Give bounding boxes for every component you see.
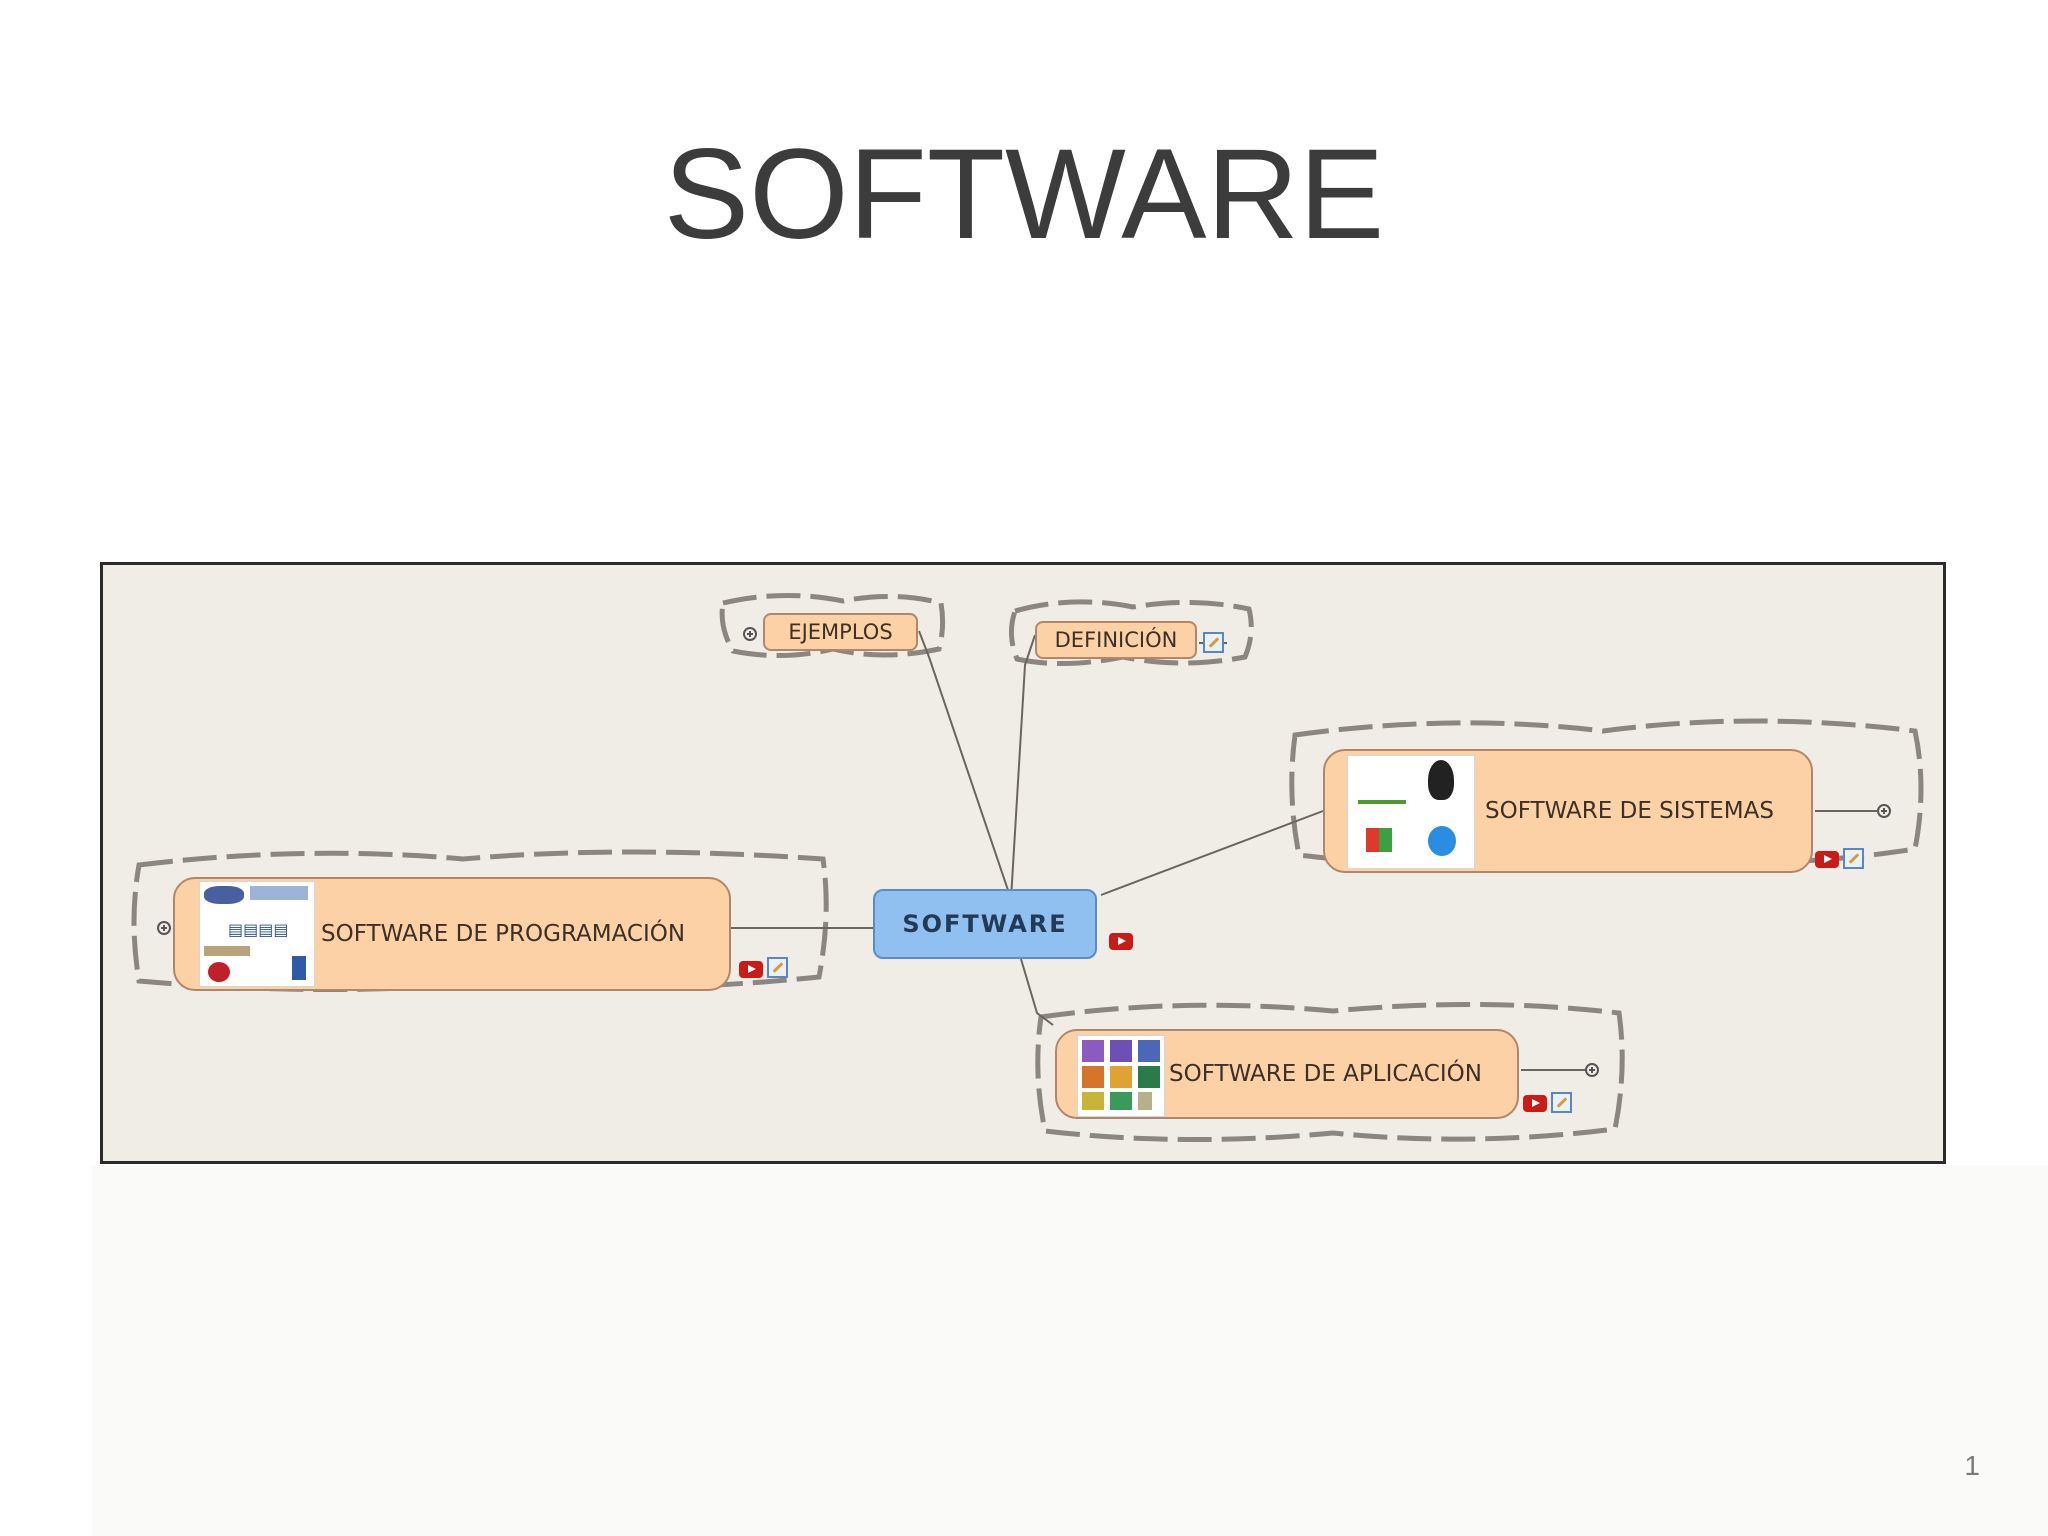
tool-logo-icon <box>250 886 308 900</box>
slide-title: SOFTWARE <box>663 123 1385 266</box>
mindmap-image: SOFTWARE EJEMPLOS DEFINICIÓN SOFTWARE DE… <box>100 562 1946 1164</box>
boundary-programacion <box>131 849 829 993</box>
boundary-ejemplos <box>719 593 946 659</box>
expand-collapse-icon[interactable] <box>743 627 757 641</box>
tool-logo-icon <box>208 962 230 982</box>
programming-tools-logos-image: ▤▤▤▤ <box>199 881 315 987</box>
office-applications-logos-image <box>1077 1035 1165 1117</box>
topic-ejemplos[interactable]: EJEMPLOS <box>763 613 918 651</box>
tool-logo-icon: ▤▤▤▤ <box>228 920 289 939</box>
topic-ejemplos-label: EJEMPLOS <box>788 620 893 644</box>
central-topic-node[interactable]: SOFTWARE <box>873 889 1097 959</box>
app-logo-icon <box>1082 1092 1104 1110</box>
connector-definicion <box>1010 634 1036 900</box>
tool-logo-icon <box>204 946 250 956</box>
note-icon[interactable] <box>1203 632 1224 653</box>
app-logo-icon <box>1138 1040 1160 1062</box>
slide-lower-background <box>92 1165 2048 1536</box>
app-logo-icon <box>1110 1040 1132 1062</box>
windows-logo-icon <box>1366 828 1392 852</box>
tool-logo-icon <box>204 886 244 904</box>
youtube-video-icon[interactable] <box>1109 933 1133 950</box>
app-logo-icon <box>1138 1092 1152 1110</box>
tux-penguin-icon <box>1428 760 1454 800</box>
central-topic-label: SOFTWARE <box>902 910 1068 938</box>
app-logo-icon <box>1138 1066 1160 1088</box>
topic-aplicacion-label: SOFTWARE DE APLICACIÓN <box>1169 1061 1482 1087</box>
connector-sistemas <box>1100 810 1324 896</box>
expand-collapse-icon[interactable] <box>1585 1063 1599 1077</box>
topic-definicion[interactable]: DEFINICIÓN <box>1035 621 1197 659</box>
connector-ejemplos <box>918 630 1012 900</box>
note-icon[interactable] <box>1843 848 1864 869</box>
guadalinex-logo-icon <box>1358 782 1406 804</box>
apple-logo-icon <box>1428 826 1456 856</box>
app-logo-icon <box>1082 1066 1104 1088</box>
topic-programacion-label: SOFTWARE DE PROGRAMACIÓN <box>321 921 686 947</box>
topic-definicion-label: DEFINICIÓN <box>1054 628 1178 652</box>
app-logo-icon <box>1110 1066 1132 1088</box>
topic-sistemas-label: SOFTWARE DE SISTEMAS <box>1485 798 1774 824</box>
youtube-video-icon[interactable] <box>1523 1095 1547 1112</box>
page-number: 1 <box>1964 1450 1980 1481</box>
operating-systems-logos-image <box>1347 755 1475 869</box>
boundary-aplicacion <box>1035 1001 1625 1143</box>
tool-logo-icon <box>292 956 306 980</box>
youtube-video-icon[interactable] <box>739 961 763 978</box>
boundary-sistemas <box>1289 718 1924 867</box>
expand-collapse-icon[interactable] <box>1877 804 1891 818</box>
app-logo-icon <box>1082 1040 1104 1062</box>
youtube-video-icon[interactable] <box>1815 851 1839 868</box>
expand-collapse-icon[interactable] <box>157 921 171 935</box>
connector-aplicacion <box>1020 958 1054 1026</box>
note-icon[interactable] <box>767 957 788 978</box>
app-logo-icon <box>1110 1092 1132 1110</box>
note-icon[interactable] <box>1551 1092 1572 1113</box>
